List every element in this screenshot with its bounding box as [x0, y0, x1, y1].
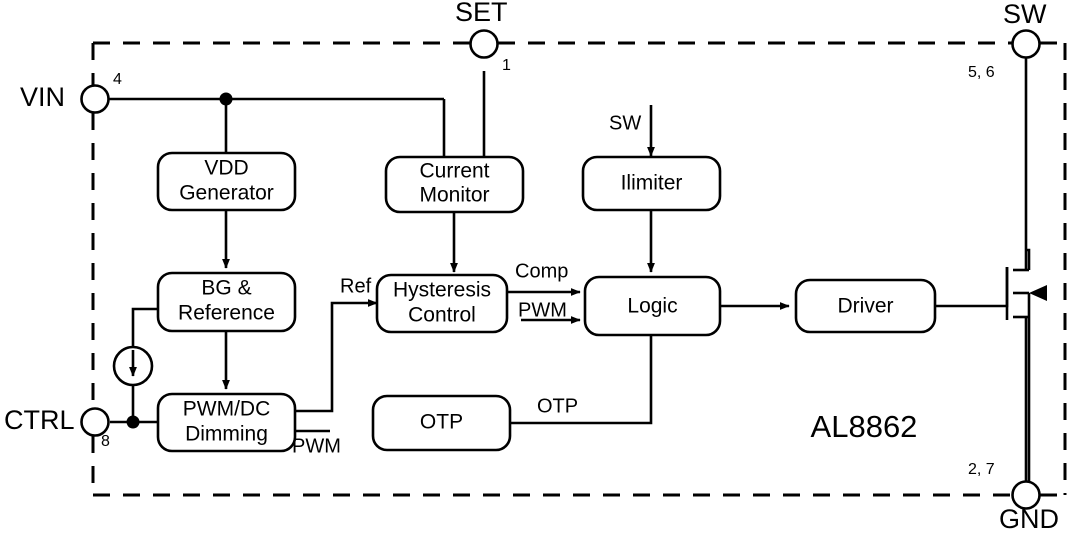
block-hysteresis-control-line2: Control	[408, 304, 476, 327]
pin-set[interactable]: SET 1	[455, 0, 511, 74]
signal-label-pwm-to-logic: PWM	[518, 299, 567, 321]
block-ilimiter[interactable]: Ilimiter	[581, 155, 722, 212]
pin-vin-number: 4	[113, 71, 122, 88]
current-source-symbol	[112, 345, 154, 387]
block-hysteresis-control-line1: Hysteresis	[393, 279, 491, 302]
wire-bg-to-currentsource	[131, 307, 158, 347]
block-bg-reference-line1: BG &	[201, 277, 251, 300]
junction-vin	[219, 92, 233, 106]
block-bg-reference[interactable]: BG & Reference	[156, 271, 297, 333]
pin-set-label: SET	[455, 0, 508, 27]
pin-vin[interactable]: VIN 4	[20, 71, 122, 114]
signal-label-ref: Ref	[340, 275, 372, 297]
mosfet-body-arrow	[1029, 285, 1047, 301]
block-driver-line1: Driver	[838, 295, 894, 318]
wiring	[109, 57, 1047, 481]
pin-gnd[interactable]: GND 2, 7	[968, 461, 1059, 534]
block-vdd-generator-line1: VDD	[204, 157, 248, 180]
chip-name-label: AL8862	[811, 409, 918, 444]
pin-sw-label: SW	[1003, 0, 1047, 29]
pin-ctrl[interactable]: CTRL 8	[4, 405, 110, 450]
block-hysteresis-control[interactable]: Hysteresis Control	[375, 273, 509, 334]
chip-boundary	[91, 41, 1067, 497]
pin-ctrl-number: 8	[101, 433, 110, 450]
pin-gnd-number: 2, 7	[968, 461, 995, 478]
wire-otp-to-logic	[510, 335, 653, 425]
block-ilimiter-line1: Ilimiter	[621, 172, 683, 195]
wire-driver-to-mosfet-gate	[935, 267, 1009, 308]
block-otp-line1: OTP	[420, 411, 463, 434]
block-pwm-dc-dimming-line1: PWM/DC	[183, 398, 271, 421]
block-current-monitor-line1: Current	[419, 160, 489, 183]
block-logic-line1: Logic	[627, 295, 677, 318]
pin-set-number: 1	[502, 57, 511, 74]
block-vdd-generator-line2: Generator	[179, 182, 274, 205]
pin-sw[interactable]: SW 5, 6	[968, 0, 1047, 81]
signal-label-pwm-out: PWM	[292, 435, 341, 457]
pin-vin-label: VIN	[20, 82, 65, 112]
block-driver[interactable]: Driver	[794, 278, 937, 334]
signal-label-otp: OTP	[537, 395, 578, 417]
block-vdd-generator[interactable]: VDD Generator	[156, 151, 297, 212]
block-bg-reference-line2: Reference	[178, 302, 275, 325]
block-otp[interactable]: OTP	[371, 394, 512, 452]
block-logic[interactable]: Logic	[583, 275, 722, 337]
block-pwm-dc-dimming[interactable]: PWM/DC Dimming	[156, 392, 297, 453]
junction-ctrl	[126, 415, 140, 429]
signal-label-comp: Comp	[515, 260, 568, 282]
signal-label-sw: SW	[609, 112, 641, 134]
wire-ref	[295, 299, 378, 413]
pin-sw-number: 5, 6	[968, 64, 995, 81]
pin-ctrl-label: CTRL	[4, 405, 75, 435]
block-pwm-dc-dimming-line2: Dimming	[185, 423, 268, 446]
block-current-monitor-line2: Monitor	[419, 184, 489, 207]
block-current-monitor[interactable]: Current Monitor	[384, 155, 525, 214]
pin-gnd-label: GND	[999, 504, 1059, 534]
